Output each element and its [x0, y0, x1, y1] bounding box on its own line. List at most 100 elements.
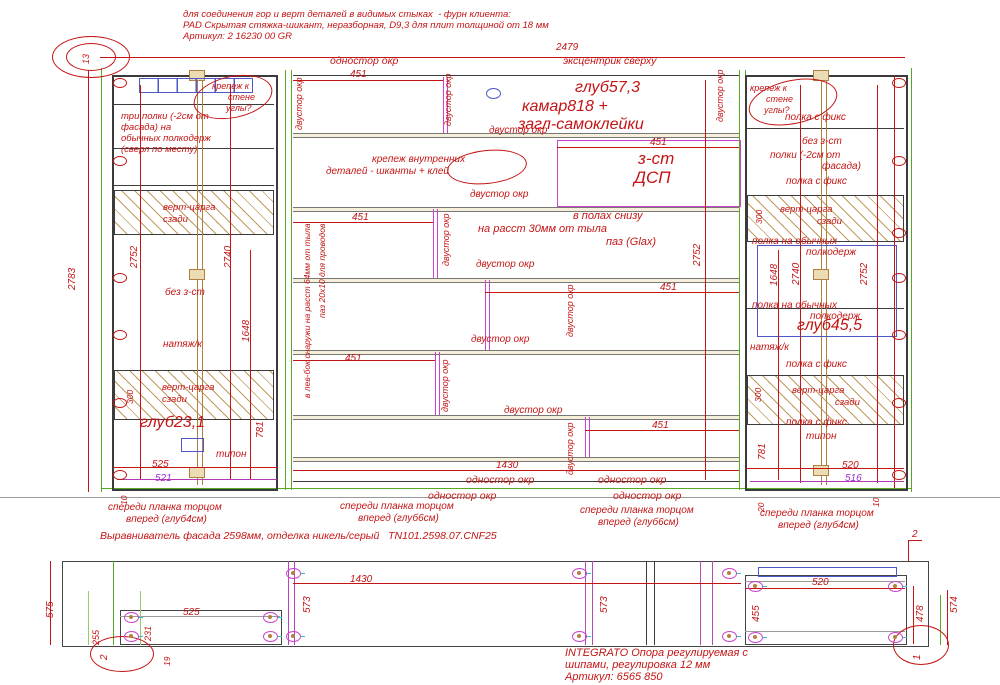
shelf-line — [114, 104, 274, 105]
annotation-label: натяж/к — [750, 342, 790, 353]
panel-line — [712, 561, 713, 645]
annotation-label: одностор окр — [598, 474, 667, 486]
annotation-label: одностор окр — [330, 55, 399, 67]
dim-line — [293, 360, 435, 361]
annotation-label: 2 — [912, 529, 918, 540]
annotation-label: 19 — [162, 656, 172, 666]
annotation-label: верт-царга — [780, 204, 833, 215]
annotation-label: 2783 — [67, 267, 78, 290]
panel-line — [700, 561, 701, 645]
annotation-label: 255 — [91, 629, 101, 645]
annotation-label: полка на обычных — [752, 300, 837, 311]
annotation-label: три полки (-2см от — [121, 111, 209, 122]
annotation-label: 451 — [345, 353, 362, 364]
fitting-icon — [189, 467, 205, 478]
annotation-label: 520 — [812, 577, 829, 588]
annotation-label: вперед (глуб4см) — [778, 520, 859, 531]
annotation-label: двустор окр — [489, 125, 548, 136]
annotation-label: Артикул: 2 16230 00 GR — [183, 31, 293, 42]
annotation-label: 520 — [842, 460, 859, 471]
annotation-label: з-ст — [638, 149, 675, 168]
blue-marker-box — [758, 567, 897, 577]
dim-line — [140, 85, 141, 480]
callout-circle — [113, 156, 127, 166]
annotation-label: полка на обычных — [752, 236, 837, 247]
callout-circle — [113, 273, 127, 283]
annotation-label: 2752 — [859, 262, 870, 285]
annotation-label: вперед (глуб6см) — [358, 513, 439, 524]
annotation-label: двустор окр — [443, 73, 453, 126]
shelf-line — [293, 457, 739, 462]
annotation-label: крепеж к — [750, 83, 788, 93]
dim-line — [778, 250, 779, 480]
annotation-label: глуб45,5 — [797, 317, 863, 334]
dim-line — [100, 57, 905, 58]
annotation-label: двустор окр — [476, 259, 535, 270]
dim-line — [88, 70, 89, 492]
panel-line — [294, 561, 295, 645]
annotation-label: двустор окр — [504, 405, 563, 416]
shelf-line — [114, 185, 274, 186]
divider-line — [443, 77, 448, 133]
annotation-label: сзади — [163, 214, 188, 225]
annotation-label: в лев-бок снаружи на расст 64мм от тыла — [302, 223, 312, 398]
callout-circle — [892, 228, 906, 238]
shelf-line — [293, 278, 739, 283]
annotation-label: (сверл по месту) — [121, 144, 198, 155]
annotation-label: фасада) на — [121, 122, 172, 133]
callout-circle — [892, 273, 906, 283]
fastener-icon — [722, 568, 741, 579]
annotation-label: без з-ст — [802, 136, 842, 147]
annotation-label: вперед (глуб4см) — [126, 514, 207, 525]
annotation-label: 2752 — [129, 245, 140, 268]
callout-circle — [892, 78, 906, 88]
panel-line — [592, 561, 593, 645]
annotation-label: ДСП — [634, 168, 671, 187]
green-edge-line — [140, 591, 141, 645]
annotation-label: полка с фикс — [786, 417, 847, 428]
blue-marker-ellipse — [486, 88, 501, 99]
annotation-label: сзади — [162, 394, 187, 405]
divider-line — [485, 280, 490, 350]
fastener-icon — [748, 632, 767, 643]
drawer-box — [120, 610, 282, 645]
annotation-label: типон — [806, 431, 837, 442]
divider-line — [435, 352, 440, 415]
fastener-icon — [722, 631, 741, 642]
callout-circle — [113, 470, 127, 480]
annotation-label: полкодерж — [810, 311, 861, 322]
annotation-label: для соединения гор и верт деталей в види… — [183, 9, 511, 20]
annotation-label: 781 — [255, 421, 266, 438]
annotation-label: углы? — [764, 105, 790, 115]
fastener-icon — [286, 568, 305, 579]
dim-line — [293, 80, 443, 81]
annotation-label: 781 — [757, 443, 768, 460]
annotation-label: 1430 — [496, 460, 519, 471]
annotation-label: паз 20х10 для проводов — [317, 223, 327, 318]
callout-circle — [892, 470, 906, 480]
middle-top-panel-line — [293, 75, 739, 76]
fitting-icon — [813, 269, 829, 280]
dim-line — [745, 588, 905, 589]
annotation-label: глуб57,3 — [575, 79, 641, 96]
dim-line — [113, 467, 278, 468]
annotation-label: сзади — [817, 216, 842, 227]
shelf-line — [747, 128, 904, 129]
shelf-line — [293, 207, 739, 212]
annotation-label: 10 — [871, 497, 881, 507]
annotation-label: 478 — [915, 605, 926, 622]
annotation-label: 300 — [754, 209, 764, 224]
divider-line — [433, 209, 438, 278]
panel-line — [585, 561, 586, 645]
dsp-panel-box — [557, 140, 741, 207]
green-edge-line — [739, 70, 740, 490]
annotation-label: одностор окр — [613, 490, 682, 502]
fastener-icon — [124, 612, 143, 623]
annotation-label: двустор окр — [440, 359, 450, 412]
fastener-icon — [263, 631, 282, 642]
annotation-label: 1430 — [350, 574, 373, 585]
blue-marker-box — [181, 438, 204, 452]
dim-line — [293, 222, 433, 223]
annotation-label: 575 — [45, 601, 56, 618]
